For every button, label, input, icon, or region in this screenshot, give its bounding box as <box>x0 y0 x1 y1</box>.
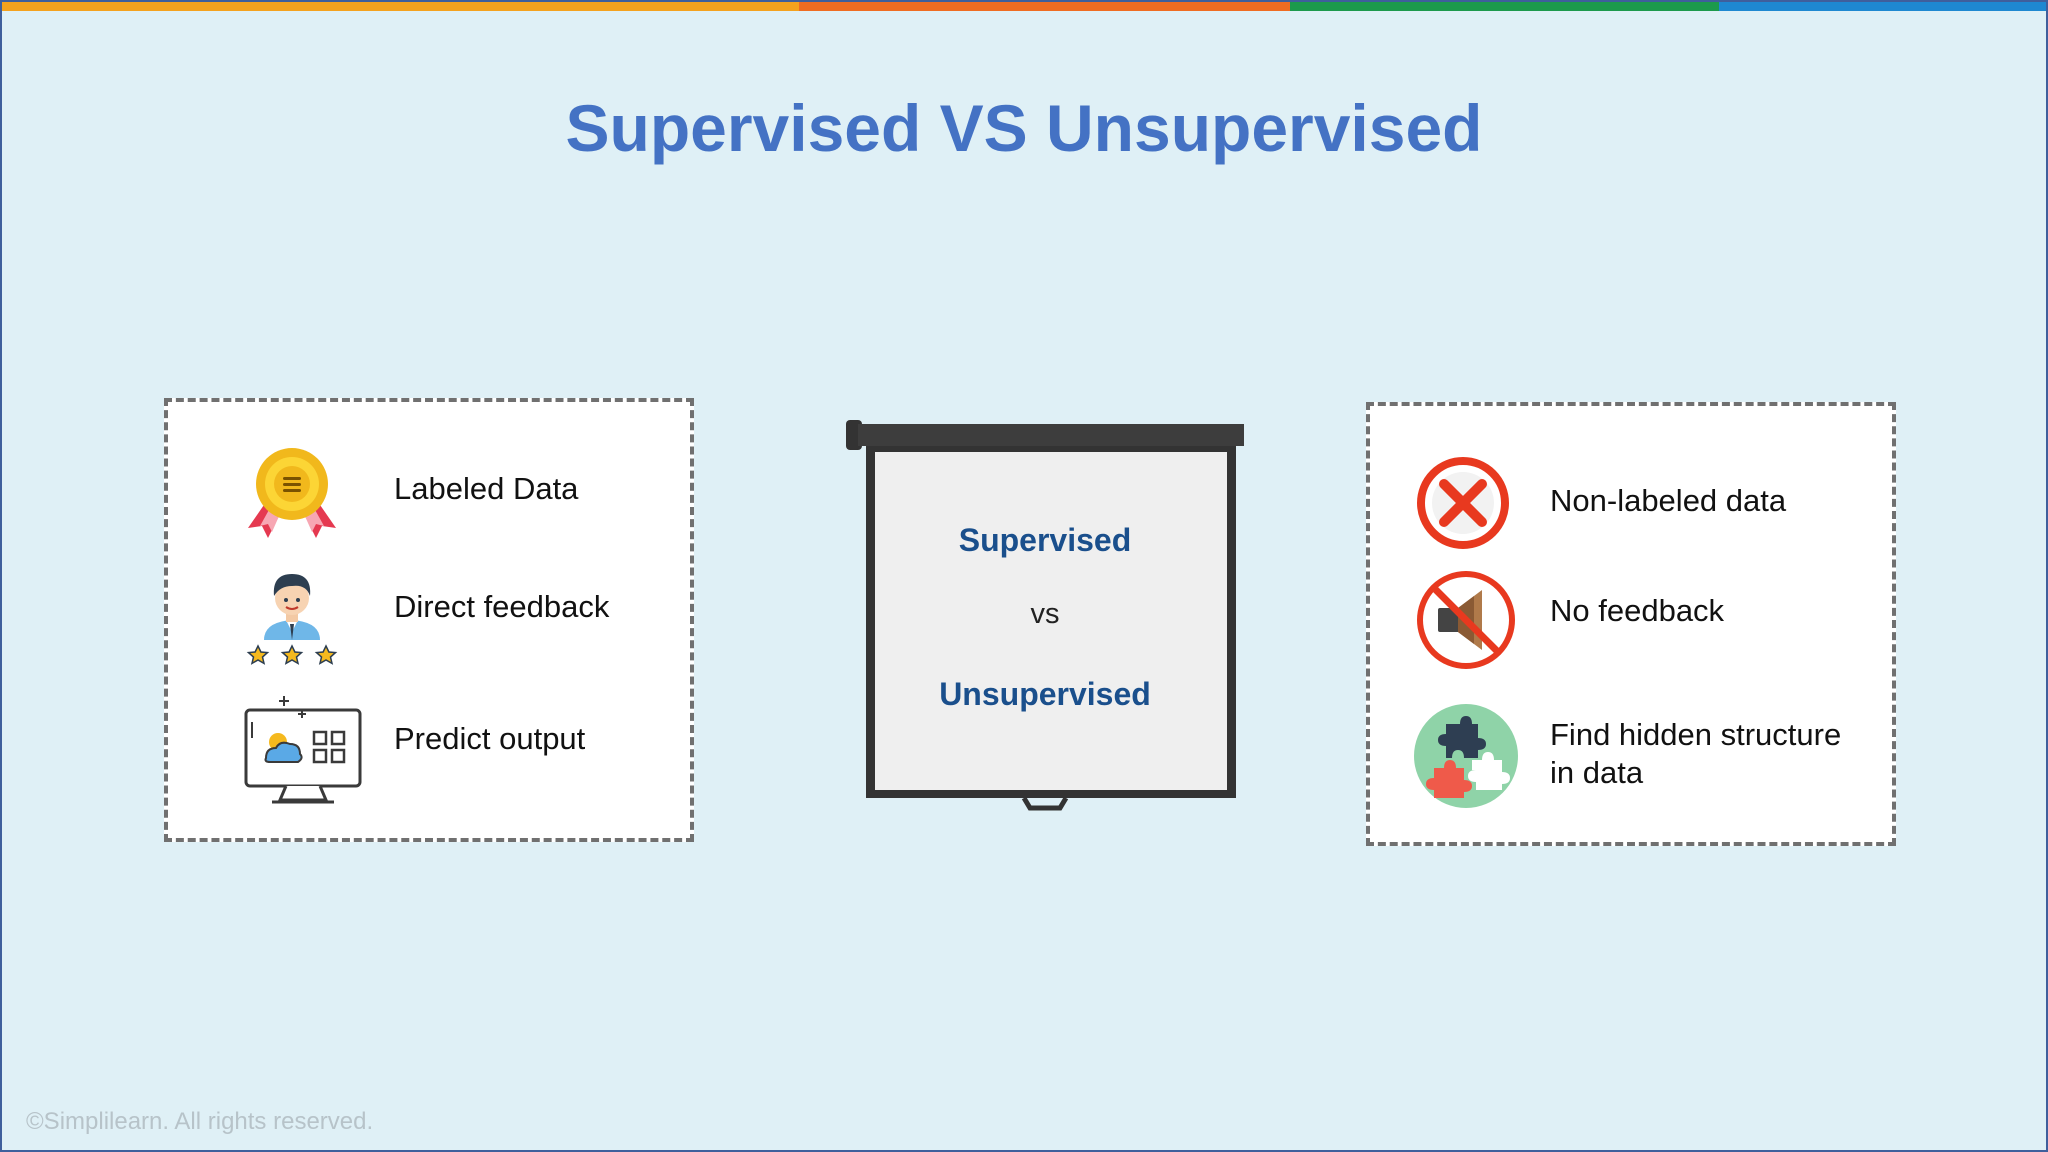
medal-icon <box>248 448 336 538</box>
supervised-item-label: Labeled Data <box>394 471 579 506</box>
supervised-item-label: Direct feedback <box>394 589 610 624</box>
unsupervised-item-label: Non-labeled data <box>1550 483 1787 518</box>
muted-speaker-icon <box>1417 571 1515 669</box>
page-title: Supervised VS Unsupervised <box>565 91 1483 165</box>
supervised-item-label: Predict output <box>394 721 586 756</box>
screen-vs-text: vs <box>1030 598 1060 630</box>
brand-bar-blue <box>1718 2 2046 11</box>
monitor-dashboard-icon <box>244 696 362 804</box>
user-rating-icon <box>246 574 338 665</box>
cross-circle-icon <box>1417 457 1509 549</box>
unsupervised-item-label: Find hidden structure in data <box>1550 716 1841 792</box>
supervised-panel: Labeled Data Direct feedback <box>164 398 694 842</box>
brand-color-bar <box>2 2 2046 11</box>
screen-supervised-text: Supervised <box>958 522 1132 558</box>
unsupervised-item-label-line1: Find hidden structure <box>1550 717 1842 752</box>
puzzle-pieces-icon <box>1414 704 1518 808</box>
brand-bar-orange <box>2 2 800 11</box>
copyright-footer: ©Simplilearn. All rights reserved. <box>26 1108 374 1135</box>
brand-bar-red-orange <box>799 2 1290 11</box>
projector-screen-frame <box>846 420 1244 811</box>
unsupervised-item-label: No feedback <box>1550 593 1725 628</box>
unsupervised-item-label-line2: in data <box>1550 755 1644 790</box>
unsupervised-panel: Non-labeled data No feedback Find hidden… <box>1366 402 1896 846</box>
screen-unsupervised-text: Unsupervised <box>939 676 1151 712</box>
projector-screen: Supervised vs Unsupervised <box>846 420 1244 812</box>
brand-bar-green <box>1289 2 1719 11</box>
